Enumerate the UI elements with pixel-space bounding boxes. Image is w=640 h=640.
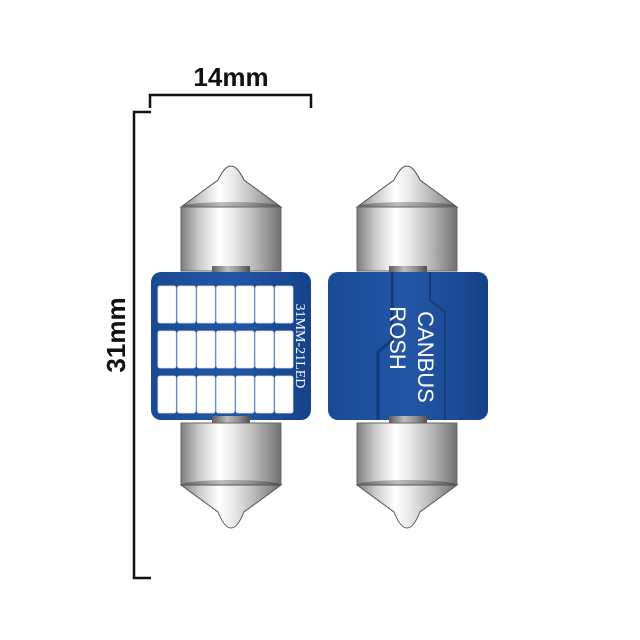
- dimension-width: 14mm: [148, 62, 313, 108]
- led-chip: [235, 375, 255, 414]
- led-chip: [216, 375, 235, 414]
- led-chip: [255, 375, 274, 414]
- brand-line-rosh: ROSH: [385, 306, 410, 370]
- brand-line-canbus: CANBUS: [413, 311, 438, 403]
- led-chip: [157, 285, 177, 324]
- width-label: 14mm: [193, 62, 268, 92]
- led-chip: [177, 330, 196, 369]
- dimension-length: 31mm: [101, 110, 151, 580]
- led-array: [157, 285, 294, 414]
- pcb-model-label: 31MM-21LED: [292, 304, 307, 389]
- length-label: 31mm: [101, 297, 131, 372]
- led-chip: [157, 330, 177, 369]
- led-chip: [216, 285, 235, 324]
- led-chip: [196, 375, 216, 414]
- led-chip: [235, 285, 255, 324]
- led-chip: [196, 285, 216, 324]
- led-chip: [196, 330, 216, 369]
- led-chip: [177, 285, 196, 324]
- led-chip: [235, 330, 255, 369]
- led-chip: [274, 375, 294, 414]
- led-chip: [157, 375, 177, 414]
- bulb-front: 31MM-21LED: [151, 165, 311, 529]
- led-chip: [216, 330, 235, 369]
- led-chip: [177, 375, 196, 414]
- bulb-back: CANBUS ROSH: [328, 165, 488, 529]
- led-chip: [255, 330, 274, 369]
- pcb-board-back: [328, 272, 488, 420]
- led-chip: [274, 285, 294, 324]
- led-chip: [255, 285, 274, 324]
- led-chip: [274, 330, 294, 369]
